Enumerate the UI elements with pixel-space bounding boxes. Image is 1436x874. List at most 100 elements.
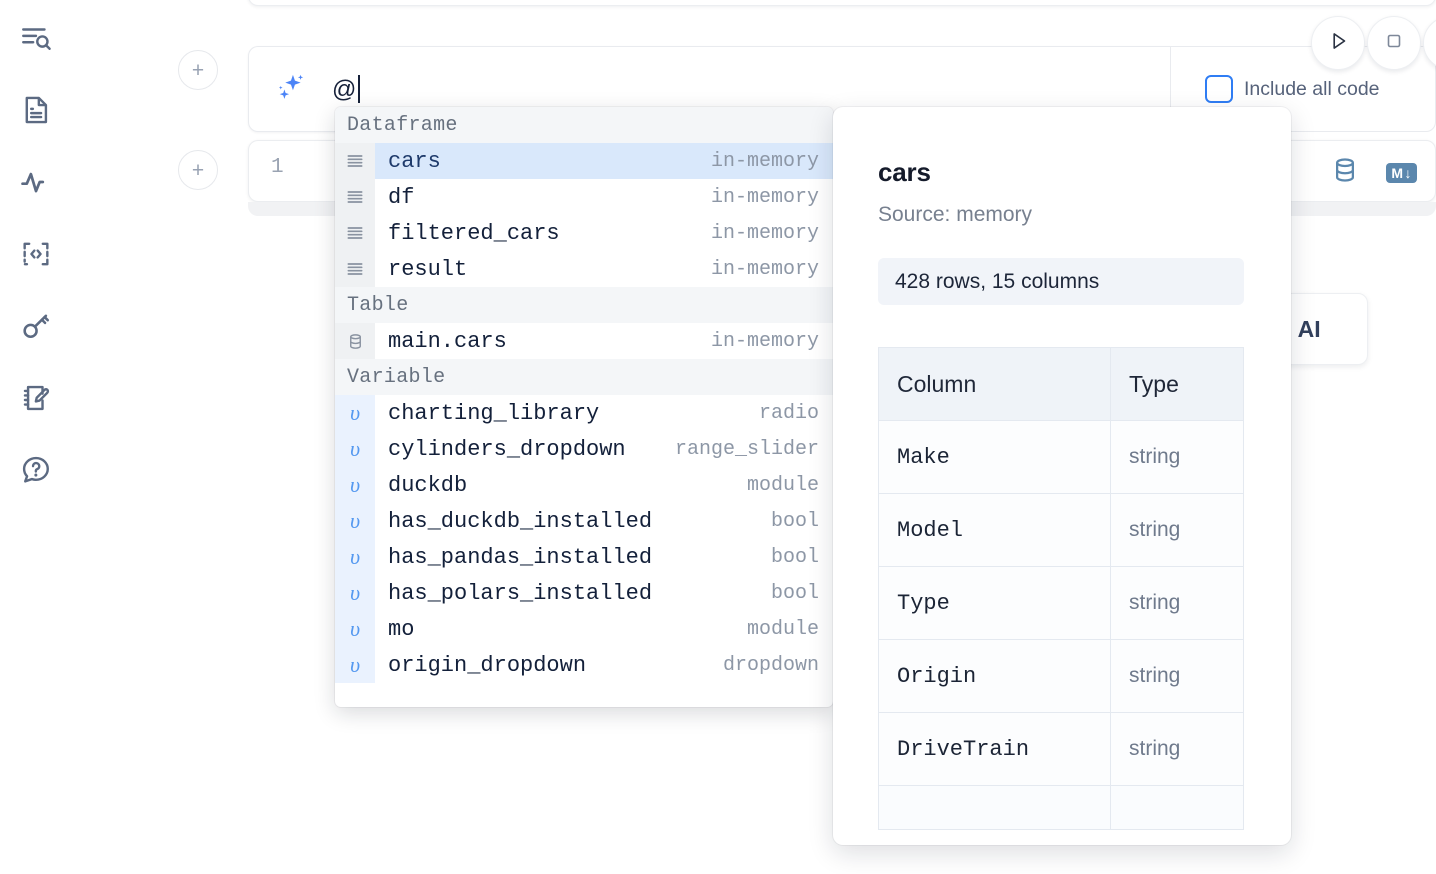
stop-button[interactable] [1367, 16, 1421, 70]
add-cell-button-top[interactable]: + [178, 50, 218, 90]
autocomplete-item[interactable]: filtered_cars in-memory [335, 215, 833, 251]
preview-source: Source: memory [878, 203, 1033, 226]
autocomplete-item-kind: bool [770, 509, 819, 533]
autocomplete-item-kind: module [746, 473, 819, 497]
autocomplete-item-kind: in-memory [710, 149, 819, 173]
autocomplete-item-name: has_duckdb_installed [388, 508, 653, 534]
schema-column-type: string [1110, 712, 1244, 786]
text-caret [357, 74, 360, 103]
play-icon [1325, 28, 1351, 59]
previous-cell [248, 0, 1436, 6]
autocomplete-item-kind: in-memory [710, 221, 819, 245]
cell-action-icons: M ↓ [1330, 155, 1417, 190]
markdown-label: M [1391, 164, 1404, 181]
schema-column-name [878, 785, 1111, 830]
help-chat-icon[interactable] [14, 448, 58, 492]
schema-column-name: Model [878, 493, 1111, 567]
autocomplete-item-name: cylinders_dropdown [388, 436, 626, 462]
activity-pulse-icon[interactable] [14, 160, 58, 204]
variable-icon: υ [335, 611, 375, 647]
schema-column-name: Origin [878, 639, 1111, 713]
dataframe-preview-panel: cars Source: memory 428 rows, 15 columns… [833, 107, 1291, 845]
schema-column-name: Type [878, 566, 1111, 640]
autocomplete-item-body: cylinders_dropdown range_slider [375, 431, 833, 467]
column-header-type: Type [1110, 347, 1244, 421]
autocomplete-item[interactable]: υ cylinders_dropdown range_slider [335, 431, 833, 467]
schema-column-type: string [1110, 420, 1244, 494]
autocomplete-item-kind: radio [758, 401, 819, 425]
dataframe-icon [335, 179, 375, 215]
left-icon-rail [0, 0, 72, 874]
variable-icon: υ [335, 395, 375, 431]
database-icon[interactable] [1330, 155, 1360, 190]
variable-icon: υ [335, 467, 375, 503]
variable-icon: υ [335, 503, 375, 539]
variable-icon: υ [335, 575, 375, 611]
checkbox-icon[interactable] [1205, 75, 1233, 103]
plus-icon: + [191, 58, 205, 82]
autocomplete-item-kind: dropdown [722, 653, 819, 677]
autocomplete-item-name: filtered_cars [388, 220, 560, 246]
run-button[interactable] [1311, 16, 1365, 70]
autocomplete-item-name: result [388, 256, 468, 282]
autocomplete-item-kind: bool [770, 545, 819, 569]
dataframe-icon [335, 143, 375, 179]
autocomplete-section-header: Variable [335, 359, 833, 395]
ai-prompt-value: @ [332, 75, 357, 103]
preview-shape-badge: 428 rows, 15 columns [878, 258, 1244, 305]
dataframe-icon [335, 215, 375, 251]
autocomplete-item-name: has_polars_installed [388, 580, 653, 606]
schema-column-name: DriveTrain [878, 712, 1111, 786]
autocomplete-item-kind: in-memory [710, 329, 819, 353]
key-icon[interactable] [14, 304, 58, 348]
add-cell-button-bottom[interactable]: + [178, 150, 218, 190]
autocomplete-item[interactable]: υ has_duckdb_installed bool [335, 503, 833, 539]
autocomplete-item-kind: in-memory [710, 257, 819, 281]
autocomplete-item-kind: module [746, 617, 819, 641]
include-all-code-toggle[interactable]: Include all code [1205, 75, 1380, 103]
autocomplete-item-kind: in-memory [710, 185, 819, 209]
schema-column-type: string [1110, 639, 1244, 713]
markdown-icon[interactable]: M ↓ [1386, 162, 1417, 183]
schema-column-type [1110, 785, 1244, 830]
preview-title: cars [878, 157, 931, 187]
notebook-edit-icon[interactable] [14, 376, 58, 420]
autocomplete-item-body: has_duckdb_installed bool [375, 503, 833, 539]
column-header-column: Column [878, 347, 1111, 421]
variable-icon: υ [335, 539, 375, 575]
table-row-clipped [878, 785, 1244, 830]
autocomplete-item[interactable]: result in-memory [335, 251, 833, 287]
line-number: 1 [271, 156, 284, 179]
variable-icon: υ [335, 431, 375, 467]
code-snippet-icon[interactable] [14, 232, 58, 276]
autocomplete-item-kind: range_slider [674, 437, 819, 461]
ai-sparkle-icon [273, 70, 311, 108]
schema-column-type: string [1110, 566, 1244, 640]
ai-prompt-input[interactable]: @ [332, 74, 1170, 104]
autocomplete-section-header: Table [335, 287, 833, 323]
explore-search-icon[interactable] [14, 16, 58, 60]
autocomplete-item-body: result in-memory [375, 251, 833, 287]
schema-column-type: string [1110, 493, 1244, 567]
include-all-code-label: Include all code [1244, 77, 1380, 100]
document-icon[interactable] [14, 88, 58, 132]
